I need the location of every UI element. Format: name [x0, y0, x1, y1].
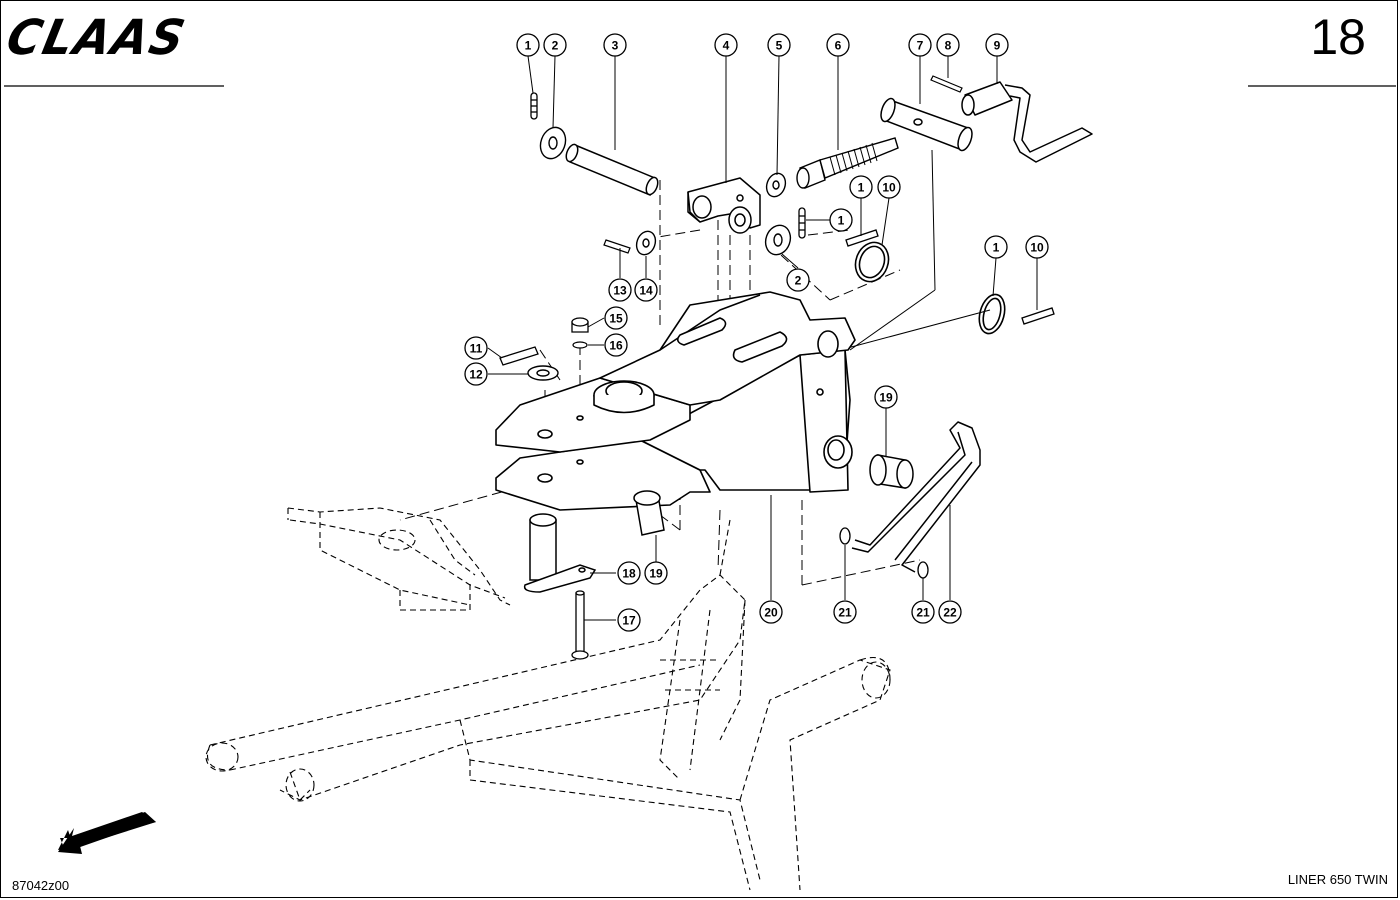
hitch-body — [495, 291, 856, 511]
callout-19: 19 — [874, 385, 898, 409]
callout-label: 18 — [622, 567, 636, 581]
callout-6: 6 — [826, 33, 850, 57]
callout-21: 21 — [833, 600, 857, 624]
callout-1: 1 — [829, 208, 853, 232]
callout-label: 10 — [882, 181, 896, 195]
callout-label: 20 — [764, 606, 778, 620]
callout-label: 16 — [609, 339, 623, 353]
callout-11: 11 — [464, 336, 488, 360]
threaded-bolt-part-6 — [796, 137, 899, 189]
drawing-code: 87042z00 — [12, 878, 70, 893]
callout-label: 6 — [835, 39, 842, 53]
callout-label: 12 — [469, 368, 483, 382]
callout-label: 5 — [776, 39, 783, 53]
callout-label: 9 — [994, 39, 1001, 53]
ring-part-10b — [978, 293, 1006, 335]
washer-part-14 — [635, 230, 657, 256]
callout-3: 3 — [603, 33, 627, 57]
callout-17: 17 — [617, 608, 641, 632]
roll-pin-part-1c — [845, 229, 879, 247]
pin-part-13 — [603, 239, 631, 254]
tube-part-7 — [880, 97, 973, 152]
callout-label: 2 — [552, 39, 559, 53]
callout-label: 22 — [943, 606, 957, 620]
pin-part-3 — [565, 143, 659, 197]
callout-label: 21 — [916, 606, 930, 620]
washer-part-2 — [539, 126, 567, 160]
callout-1: 1 — [516, 33, 540, 57]
callout-8: 8 — [936, 33, 960, 57]
callout-1: 1 — [984, 235, 1008, 259]
callout-12: 12 — [464, 362, 488, 386]
callout-10: 10 — [877, 175, 901, 199]
washer-part-12 — [527, 365, 559, 381]
callout-label: 3 — [612, 39, 619, 53]
callout-5: 5 — [767, 33, 791, 57]
callout-label: 2 — [795, 274, 802, 288]
callout-22: 22 — [938, 600, 962, 624]
callout-label: 15 — [609, 312, 623, 326]
callout-7: 7 — [908, 33, 932, 57]
callout-19: 19 — [644, 561, 668, 585]
callout-label: 19 — [649, 567, 663, 581]
chassis-frame-outline — [205, 519, 891, 891]
drawbar-outline — [287, 507, 511, 611]
callout-15: 15 — [604, 306, 628, 330]
crank-handle-part-9 — [961, 81, 1093, 163]
callout-label: 1 — [993, 241, 1000, 255]
callout-18: 18 — [617, 561, 641, 585]
pin-part-11 — [499, 346, 539, 366]
bushing-part-19 — [869, 454, 914, 489]
bracket-part-4 — [687, 177, 761, 234]
callout-label: 14 — [639, 284, 653, 298]
callout-20: 20 — [759, 600, 783, 624]
roll-pin-part-1d — [1021, 307, 1055, 325]
washer-part-21 — [839, 527, 929, 579]
callout-label: 1 — [838, 214, 845, 228]
hitch-pin-part-18 — [523, 513, 597, 593]
callout-label: 4 — [723, 39, 730, 53]
bushing-part-19b — [633, 490, 665, 536]
callout-10: 10 — [1025, 235, 1049, 259]
nut-part-15 — [571, 317, 589, 333]
bent-rod-part-22 — [851, 421, 981, 573]
callout-label: 13 — [613, 284, 627, 298]
washer-part-5 — [765, 172, 787, 198]
callout-label: 21 — [838, 606, 852, 620]
ring-part-10 — [854, 241, 890, 283]
callout-label: 8 — [945, 39, 952, 53]
callout-2: 2 — [786, 268, 810, 292]
callout-label: 17 — [622, 614, 636, 628]
callout-13: 13 — [608, 278, 632, 302]
callout-16: 16 — [604, 333, 628, 357]
bolt-part-17 — [571, 590, 589, 660]
model-name: LINER 650 TWIN — [1287, 872, 1388, 887]
callout-label: 7 — [917, 39, 924, 53]
pin-part-8 — [930, 75, 963, 93]
callout-14: 14 — [634, 278, 658, 302]
washer-part-16 — [572, 341, 588, 349]
washer-part-2b — [764, 224, 792, 256]
callout-label: 11 — [470, 342, 483, 356]
callout-label: 10 — [1030, 241, 1044, 255]
callout-label: 1 — [525, 39, 532, 53]
callout-label: 19 — [879, 391, 893, 405]
callout-1: 1 — [849, 175, 873, 199]
callout-2: 2 — [543, 33, 567, 57]
callout-4: 4 — [714, 33, 738, 57]
callout-21: 21 — [911, 600, 935, 624]
callout-label: 1 — [858, 181, 865, 195]
callout-9: 9 — [985, 33, 1009, 57]
roll-pin-part-1 — [530, 92, 538, 120]
page-number: 18 — [1310, 9, 1366, 65]
roll-pin-part-1b — [798, 207, 806, 239]
